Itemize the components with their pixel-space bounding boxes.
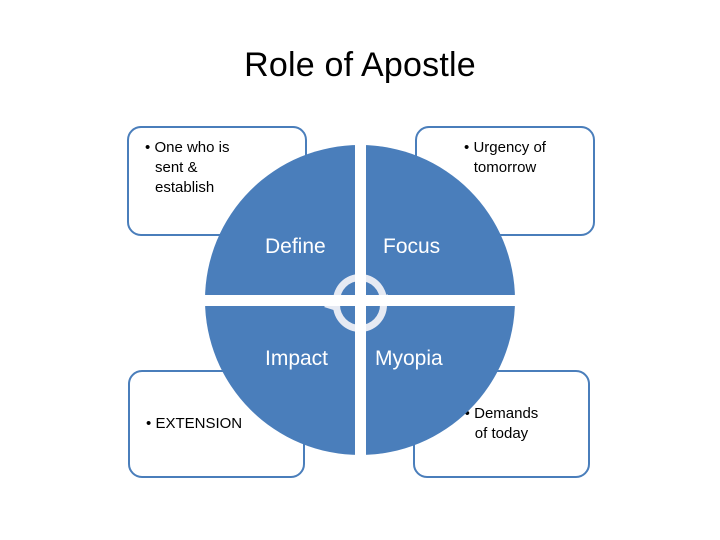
bullet-icon: • [145,139,151,156]
callout-line: tomorrow [473,159,537,176]
callout-text-top-left: • One who is sent & establish [141,138,229,198]
callout-text-bottom-left: • EXTENSION [142,414,242,434]
quadrant-circle-diagram: Define Focus Impact Myopia [205,145,515,455]
quadrant-label-focus[interactable]: Focus [383,235,441,258]
callout-line: One who is [154,139,230,156]
callout-line: establish [155,179,215,196]
callout-text-top-right: • Urgency of tomorrow [464,138,546,178]
callout-line: of today [474,425,529,442]
page-title: Role of Apostle [244,46,476,84]
bullet-icon: • [464,139,470,156]
horizontal-divider [205,295,515,306]
callout-line: Demands [474,405,539,422]
quadrant-label-define[interactable]: Define [265,235,326,258]
bullet-icon: • [464,405,470,422]
callout-text-bottom-right: • Demands of today [465,404,539,444]
bullet-icon: • [146,415,152,432]
callout-line: sent & [155,159,198,176]
callout-line: Urgency of [473,139,546,156]
quadrant-label-impact[interactable]: Impact [265,347,329,370]
quadrant-label-myopia[interactable]: Myopia [375,347,443,370]
callout-line: EXTENSION [155,415,243,432]
